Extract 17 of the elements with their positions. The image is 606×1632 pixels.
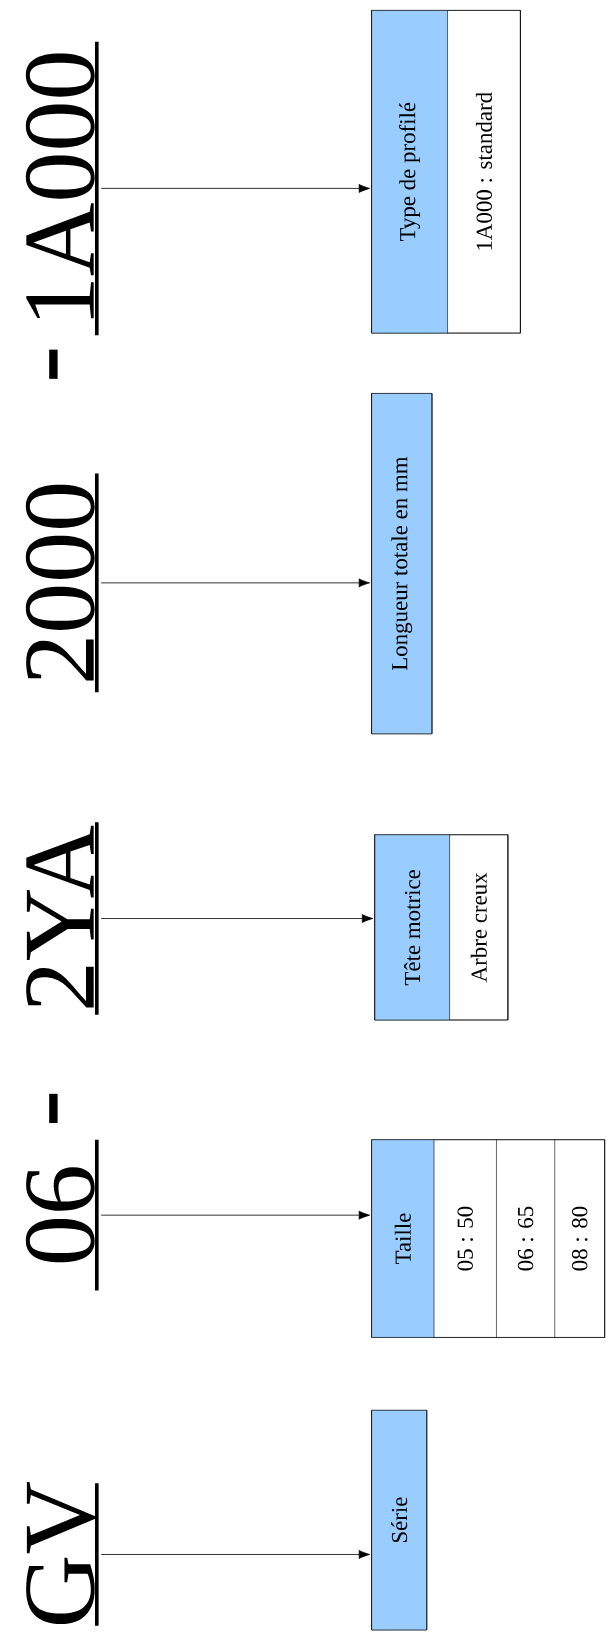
arrow [100,184,371,193]
code-segment: 2000 [25,473,99,693]
arrow [100,1550,371,1559]
separator-dash: - [49,1093,58,1124]
code-segment: 2YA [26,822,99,1015]
info-table: Taille 05 : 50 06 : 65 08 : 80 [371,1139,606,1338]
info-table: Type de profilé 1A000 : standard [371,10,521,334]
arrow [100,1210,371,1220]
info-table: Série [371,1410,428,1631]
code-segment: GV [26,1482,99,1626]
info-table: Tête motrice Arbre creux [374,834,509,1021]
separator-dash: - [49,349,58,379]
info-table: Longueur totale en mm [371,393,433,735]
code-segment: 06 [25,1139,99,1291]
arrow [100,914,374,923]
code-segment: 1A000 [25,41,99,336]
arrow [100,578,371,588]
